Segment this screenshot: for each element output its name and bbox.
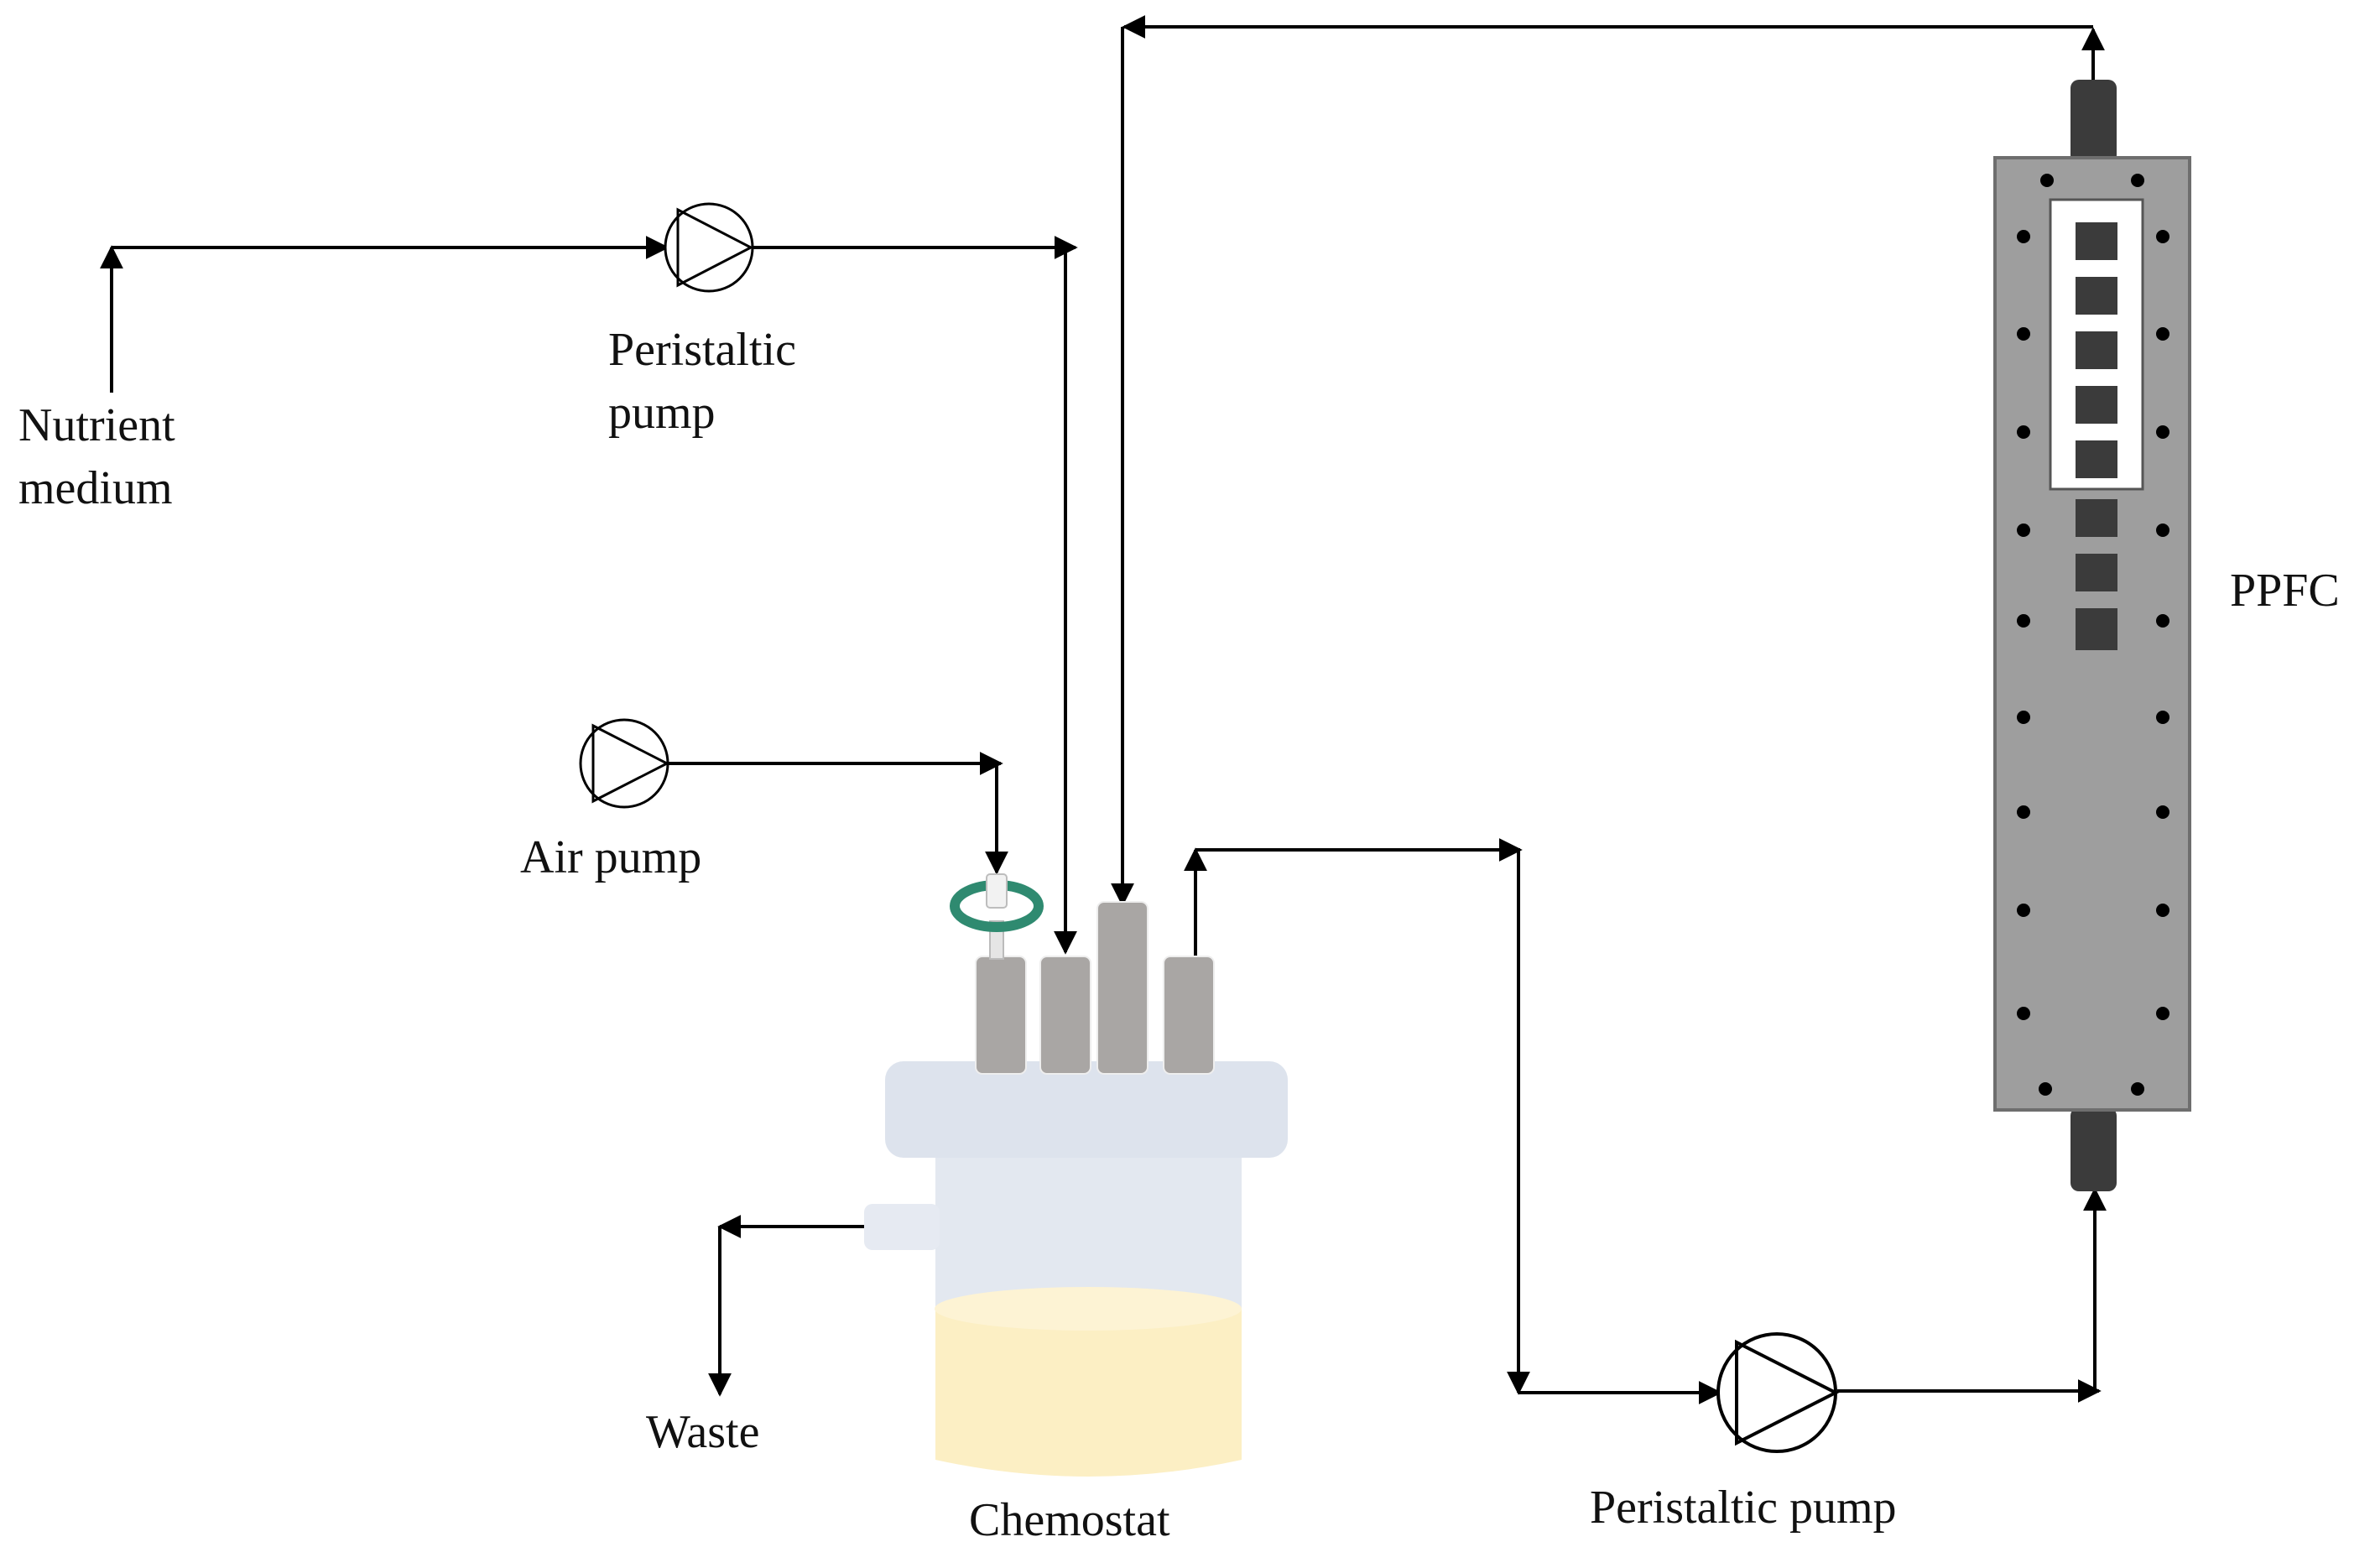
ppfc-top-connector <box>2070 80 2117 164</box>
chemostat-ports <box>975 901 1215 1075</box>
peristaltic-pump-top-icon <box>664 202 754 293</box>
nutrient-medium-label-line1: Nutrient <box>18 399 175 451</box>
chemostat-lid <box>885 1061 1288 1158</box>
top-pump-label-line2: pump <box>608 387 716 439</box>
ppfc-bottom-connector <box>2070 1107 2117 1191</box>
ppfc-flow-cell <box>1993 80 2191 1191</box>
waste-label: Waste <box>646 1406 759 1458</box>
chemostat-vessel <box>864 873 1288 1477</box>
bottom-pump-label: Peristaltic pump <box>1590 1482 1897 1534</box>
nutrient-medium-label-line2: medium <box>18 462 173 514</box>
culture-medium <box>935 1292 1242 1477</box>
peristaltic-pump-bottom-icon <box>1716 1332 1840 1453</box>
ppfc-coupons <box>2076 222 2117 650</box>
air-pump-icon <box>579 718 670 809</box>
ppfc-label: PPFC <box>2230 565 2340 617</box>
chemostat-label: Chemostat <box>969 1494 1170 1546</box>
air-pump-label: Air pump <box>520 831 701 883</box>
tubing-lines <box>100 15 2107 1404</box>
ppfc-bolts <box>2017 174 2169 1096</box>
air-filter-icon <box>950 873 1044 960</box>
top-pump-label-line1: Peristaltic <box>608 324 796 376</box>
